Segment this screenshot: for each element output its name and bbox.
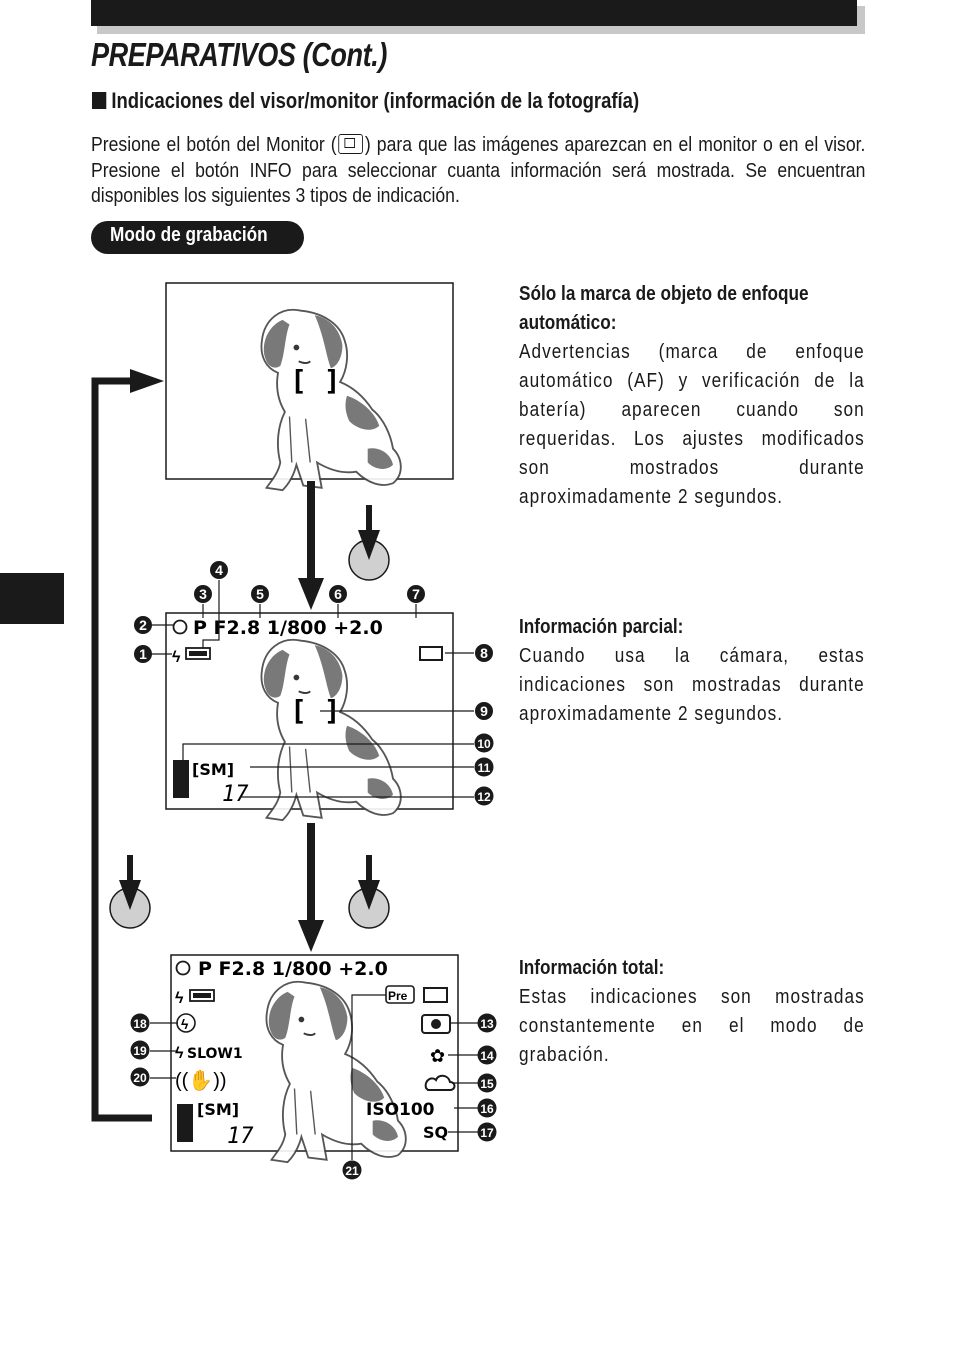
svg-text:14: 14 bbox=[480, 1049, 494, 1063]
svg-text:4: 4 bbox=[215, 562, 223, 578]
svg-text:2: 2 bbox=[139, 617, 147, 633]
intro-text-1: Presione el botón del Monitor ( bbox=[91, 134, 337, 156]
memory-gauge bbox=[173, 760, 189, 798]
intro-text-2: ) para que las imágenes aparezcan en el … bbox=[91, 134, 866, 207]
flash-icon: ϟ bbox=[172, 649, 181, 666]
card-icon bbox=[419, 646, 443, 661]
metering-icon bbox=[421, 1014, 451, 1034]
svg-text:7: 7 bbox=[412, 586, 420, 602]
af-lamp-icon bbox=[172, 619, 188, 635]
svg-text:17: 17 bbox=[480, 1126, 494, 1140]
monitor-button-icon bbox=[338, 134, 364, 154]
header-bar bbox=[91, 0, 857, 26]
cloudy-icon bbox=[424, 1074, 456, 1091]
svg-text:9: 9 bbox=[480, 703, 488, 719]
svg-text:8: 8 bbox=[480, 645, 488, 661]
header-bar-shadow-bottom bbox=[97, 26, 865, 34]
svg-text:6: 6 bbox=[334, 586, 342, 602]
record-mode: [SM] bbox=[192, 760, 234, 779]
svg-text:19: 19 bbox=[133, 1044, 147, 1058]
iso-readout: ISO100 bbox=[366, 1100, 435, 1120]
chapter-tab bbox=[0, 573, 64, 624]
svg-text:P F2.8 1/800 +2.0: P F2.8 1/800 +2.0 bbox=[198, 958, 388, 980]
description-body: Cuando usa la cámara, estas indicaciones… bbox=[519, 645, 865, 725]
description-full: Información total: Estas indicaciones so… bbox=[519, 954, 865, 1070]
svg-text:11: 11 bbox=[478, 761, 491, 775]
svg-text:ϟ: ϟ bbox=[175, 990, 184, 1007]
svg-text:3: 3 bbox=[199, 586, 207, 602]
svg-text:ϟ: ϟ bbox=[175, 1045, 184, 1062]
svg-text:Pre: Pre bbox=[388, 989, 408, 1003]
description-title: Información parcial: bbox=[519, 616, 684, 638]
page-title: PREPARATIVOS (Cont.) bbox=[91, 36, 387, 73]
quality-readout: SQ bbox=[423, 1123, 448, 1142]
stabilizer-hand-icon: ((✋)) bbox=[175, 1068, 227, 1092]
mode-badge: Modo de grabación bbox=[91, 221, 304, 254]
battery-icon bbox=[185, 647, 211, 660]
section-heading-text: Indicaciones del visor/monitor (informac… bbox=[111, 88, 640, 113]
section-heading: Indicaciones del visor/monitor (informac… bbox=[92, 88, 639, 114]
svg-text:10: 10 bbox=[477, 737, 491, 751]
af-bracket: [ ] bbox=[290, 364, 341, 397]
header-bar-shadow bbox=[857, 6, 865, 34]
slow-sync: SLOW1 bbox=[187, 1046, 243, 1062]
description-title: Información total: bbox=[519, 957, 665, 979]
description-title: Sólo la marca de objeto de enfoque autom… bbox=[519, 283, 809, 334]
exposure-readout: P F2.8 1/800 +2.0 bbox=[193, 617, 383, 639]
svg-text:15: 15 bbox=[480, 1077, 494, 1091]
description-body: Estas indicaciones son mostradas constan… bbox=[519, 986, 865, 1066]
heading-square-icon bbox=[92, 92, 107, 109]
svg-text:20: 20 bbox=[133, 1071, 147, 1085]
svg-text:21: 21 bbox=[345, 1164, 359, 1178]
frames-left: 17 bbox=[222, 782, 249, 807]
svg-text:17: 17 bbox=[227, 1124, 254, 1149]
description-partial: Información parcial: Cuando usa la cámar… bbox=[519, 613, 865, 729]
svg-text:1: 1 bbox=[139, 646, 147, 662]
down-arrow-icon bbox=[298, 578, 324, 610]
mode-badge-label: Modo de grabación bbox=[110, 224, 268, 246]
svg-text:ϟ: ϟ bbox=[181, 1016, 189, 1032]
description-body: Advertencias (marca de enfoque automátic… bbox=[519, 341, 865, 508]
description-af-only: Sólo la marca de objeto de enfoque autom… bbox=[519, 280, 865, 512]
svg-text:12: 12 bbox=[477, 790, 491, 804]
intro-paragraph: Presione el botón del Monitor () para qu… bbox=[91, 133, 865, 210]
svg-text:16: 16 bbox=[480, 1102, 494, 1116]
svg-text:[SM]: [SM] bbox=[197, 1100, 239, 1119]
svg-text:18: 18 bbox=[133, 1017, 147, 1031]
loop-arrow-icon bbox=[130, 369, 164, 393]
svg-text:5: 5 bbox=[256, 586, 264, 602]
svg-text:13: 13 bbox=[480, 1017, 494, 1031]
macro-icon: ✿ bbox=[430, 1046, 445, 1066]
